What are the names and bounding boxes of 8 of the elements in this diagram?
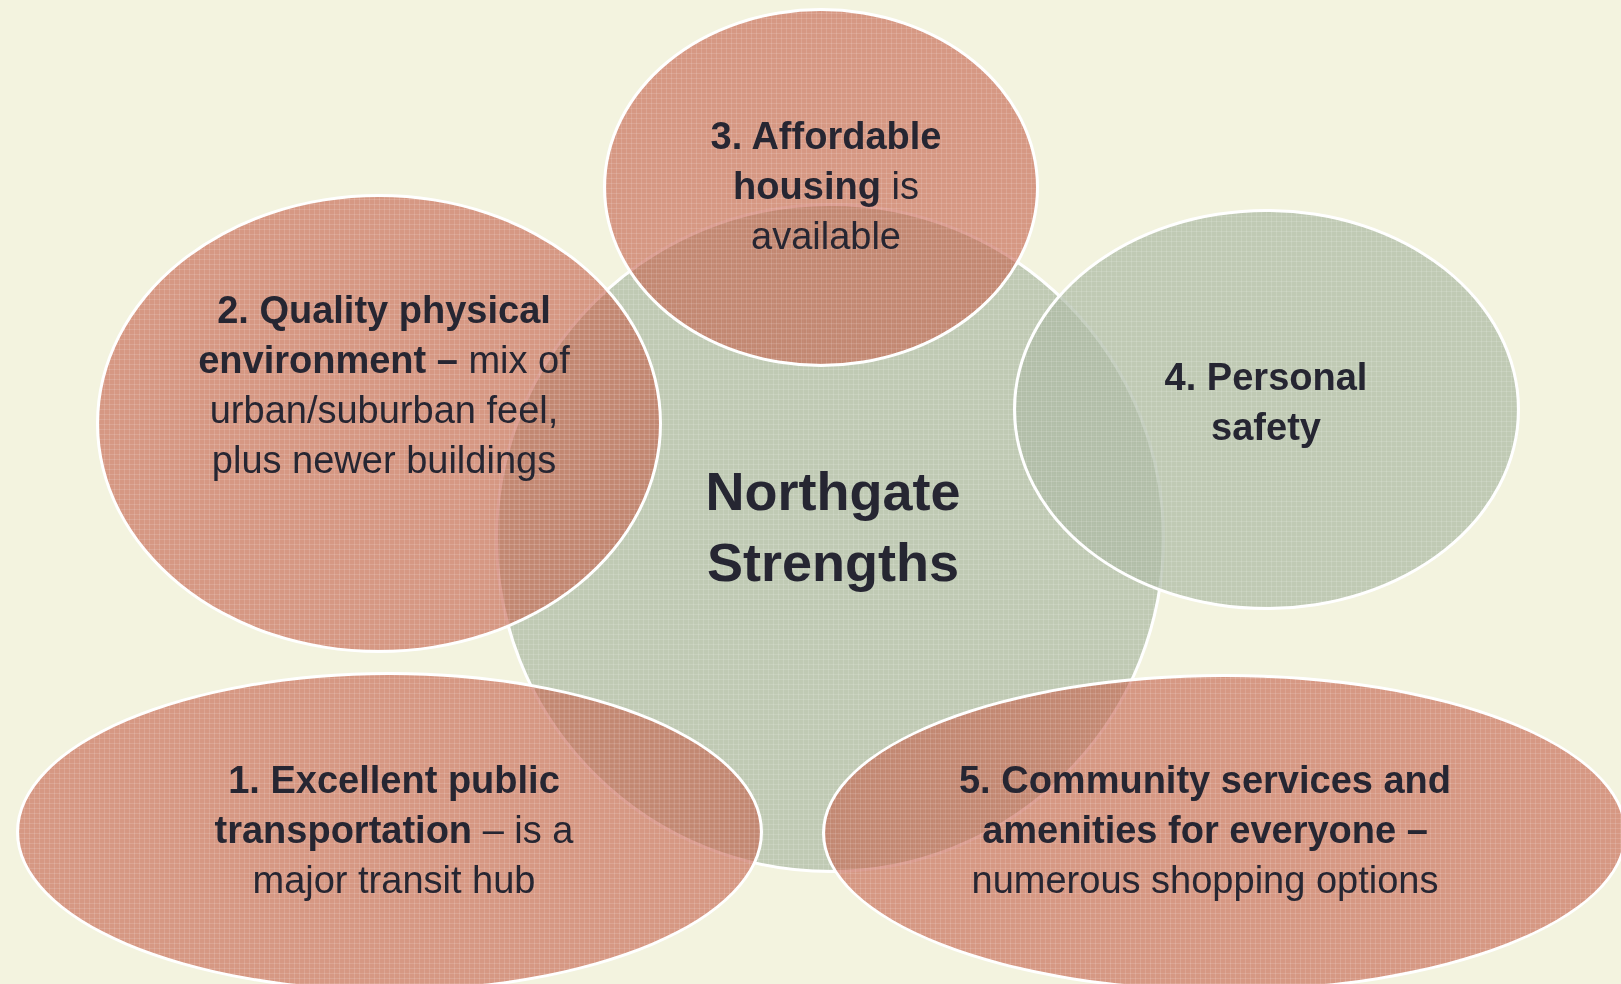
strength-text: 5. Community services and amenities for everyone – numerous shopping options (957, 758, 1453, 904)
strength-text: 2. Quality physical environment – mix of urban/suburban feel, plus newer buildings (197, 288, 571, 484)
strength-text: 1. Excellent public transportation – is a major transit hub (213, 758, 575, 904)
center-title: 4. Personal safety (1163, 355, 1369, 451)
center-title: Northgate Strengths (704, 460, 962, 595)
ellipse (16, 672, 763, 984)
strength-text: 3. Affordable housing is available (709, 114, 943, 260)
ellipse (822, 674, 1621, 984)
